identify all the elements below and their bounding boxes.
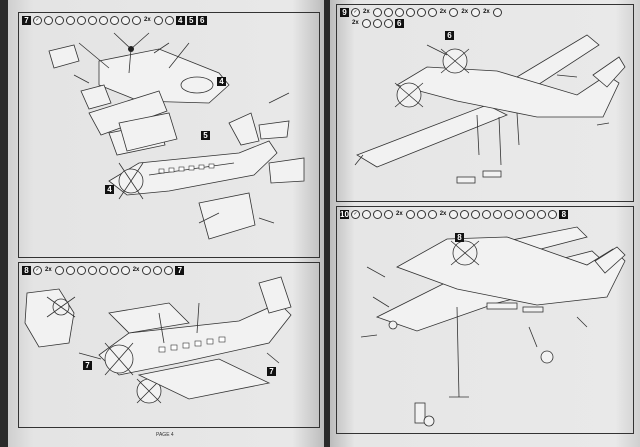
part-marker [120, 265, 130, 275]
part-marker [504, 209, 514, 219]
part-marker [88, 15, 97, 25]
part-marker [153, 15, 163, 25]
part-marker [164, 15, 174, 25]
part-marker [449, 209, 459, 219]
part-marker [383, 18, 393, 28]
part-marker [109, 265, 119, 275]
sub-step-number: 7 [175, 265, 185, 275]
part-marker [383, 7, 393, 17]
step-number: 8 [22, 265, 31, 275]
part-marker [76, 265, 86, 275]
part-marker [87, 265, 97, 275]
part-marker [65, 265, 75, 275]
part-marker [361, 18, 371, 28]
callout-7: 7 [83, 361, 92, 370]
cement-icon: ✓ [351, 209, 360, 219]
sub-step-number: 6 [197, 15, 207, 25]
part-marker [55, 15, 64, 25]
step-9-header-row2: 2x 6 [351, 18, 404, 28]
part-marker [493, 209, 503, 219]
part-marker [471, 209, 481, 219]
quantity-label: 2x [363, 9, 370, 15]
quantity-label: 2x [352, 20, 359, 26]
step-10-drawing [360, 226, 626, 427]
part-marker [362, 209, 371, 219]
sub-step-number: 6 [394, 18, 404, 28]
part-marker [98, 265, 108, 275]
part-marker [427, 7, 437, 17]
left-page: 7 ✓ 2x 4 5 6 [8, 0, 324, 447]
cement-icon: ✓ [33, 265, 42, 275]
cement-icon: ✓ [351, 7, 360, 17]
callout-4: 4 [105, 185, 114, 194]
quantity-label: 2x [483, 9, 490, 15]
page-footer: PAGE 4 [156, 432, 174, 438]
step-8-header: 8 ✓ 2x 2x 7 [22, 265, 185, 275]
part-marker [121, 15, 130, 25]
part-marker [482, 209, 492, 219]
quantity-label: 2x [439, 9, 447, 15]
step-9-drawing [354, 34, 626, 184]
callout-8: 8 [455, 233, 464, 242]
part-marker [492, 7, 502, 17]
part-marker [373, 209, 382, 219]
part-marker [515, 209, 525, 219]
part-marker [416, 209, 426, 219]
part-marker [471, 7, 481, 17]
part-marker [460, 209, 470, 219]
step-number: 7 [22, 15, 31, 25]
part-marker [99, 15, 108, 25]
quantity-label: 2x [439, 211, 447, 217]
part-marker [142, 265, 152, 275]
sub-step-number: 8 [559, 209, 569, 219]
quantity-label: 2x [461, 9, 469, 15]
quantity-label: 2x [396, 211, 403, 217]
part-marker [44, 15, 53, 25]
cement-icon: ✓ [33, 15, 42, 25]
quantity-label: 2x [45, 267, 52, 273]
part-marker [405, 209, 415, 219]
step-10-header: 10 ✓ 2x 2x 8 [340, 209, 569, 219]
part-marker [405, 7, 415, 17]
part-marker [394, 7, 404, 17]
callout-4: 4 [217, 77, 226, 86]
step-number: 9 [340, 7, 349, 17]
sub-step-number: 4 [175, 15, 185, 25]
step-7-header: 7 ✓ 2x 4 5 6 [22, 15, 207, 25]
part-marker [372, 7, 382, 17]
part-marker [526, 209, 536, 219]
part-marker [449, 7, 459, 17]
part-marker [537, 209, 547, 219]
part-marker [164, 265, 174, 275]
callout-5: 5 [201, 131, 210, 140]
quantity-label: 2x [144, 17, 151, 23]
step-8-panel: 8 ✓ 2x 2x 7 [18, 262, 320, 428]
step-number: 10 [340, 209, 349, 219]
part-marker [132, 15, 141, 25]
part-marker [548, 209, 558, 219]
part-marker [77, 15, 86, 25]
right-page: 9 ✓ 2x 2x 2x 2x 2x 6 [330, 0, 640, 447]
step-9-panel: 9 ✓ 2x 2x 2x 2x 2x 6 [336, 4, 634, 202]
callout-7: 7 [267, 367, 276, 376]
step-7-panel: 7 ✓ 2x 4 5 6 [18, 12, 320, 258]
step-8-drawing [24, 276, 292, 404]
step-9-header: 9 ✓ 2x 2x 2x 2x [340, 7, 502, 17]
part-marker [384, 209, 393, 219]
part-marker [427, 209, 437, 219]
part-marker [372, 18, 382, 28]
callout-6: 6 [445, 31, 454, 40]
part-marker [153, 265, 163, 275]
quantity-label: 2x [132, 267, 140, 273]
sub-step-number: 5 [186, 15, 196, 25]
part-marker [54, 265, 64, 275]
step-7-drawing [48, 32, 305, 240]
part-marker [110, 15, 119, 25]
part-marker [416, 7, 426, 17]
part-marker [66, 15, 75, 25]
step-10-panel: 10 ✓ 2x 2x 8 [336, 206, 634, 434]
